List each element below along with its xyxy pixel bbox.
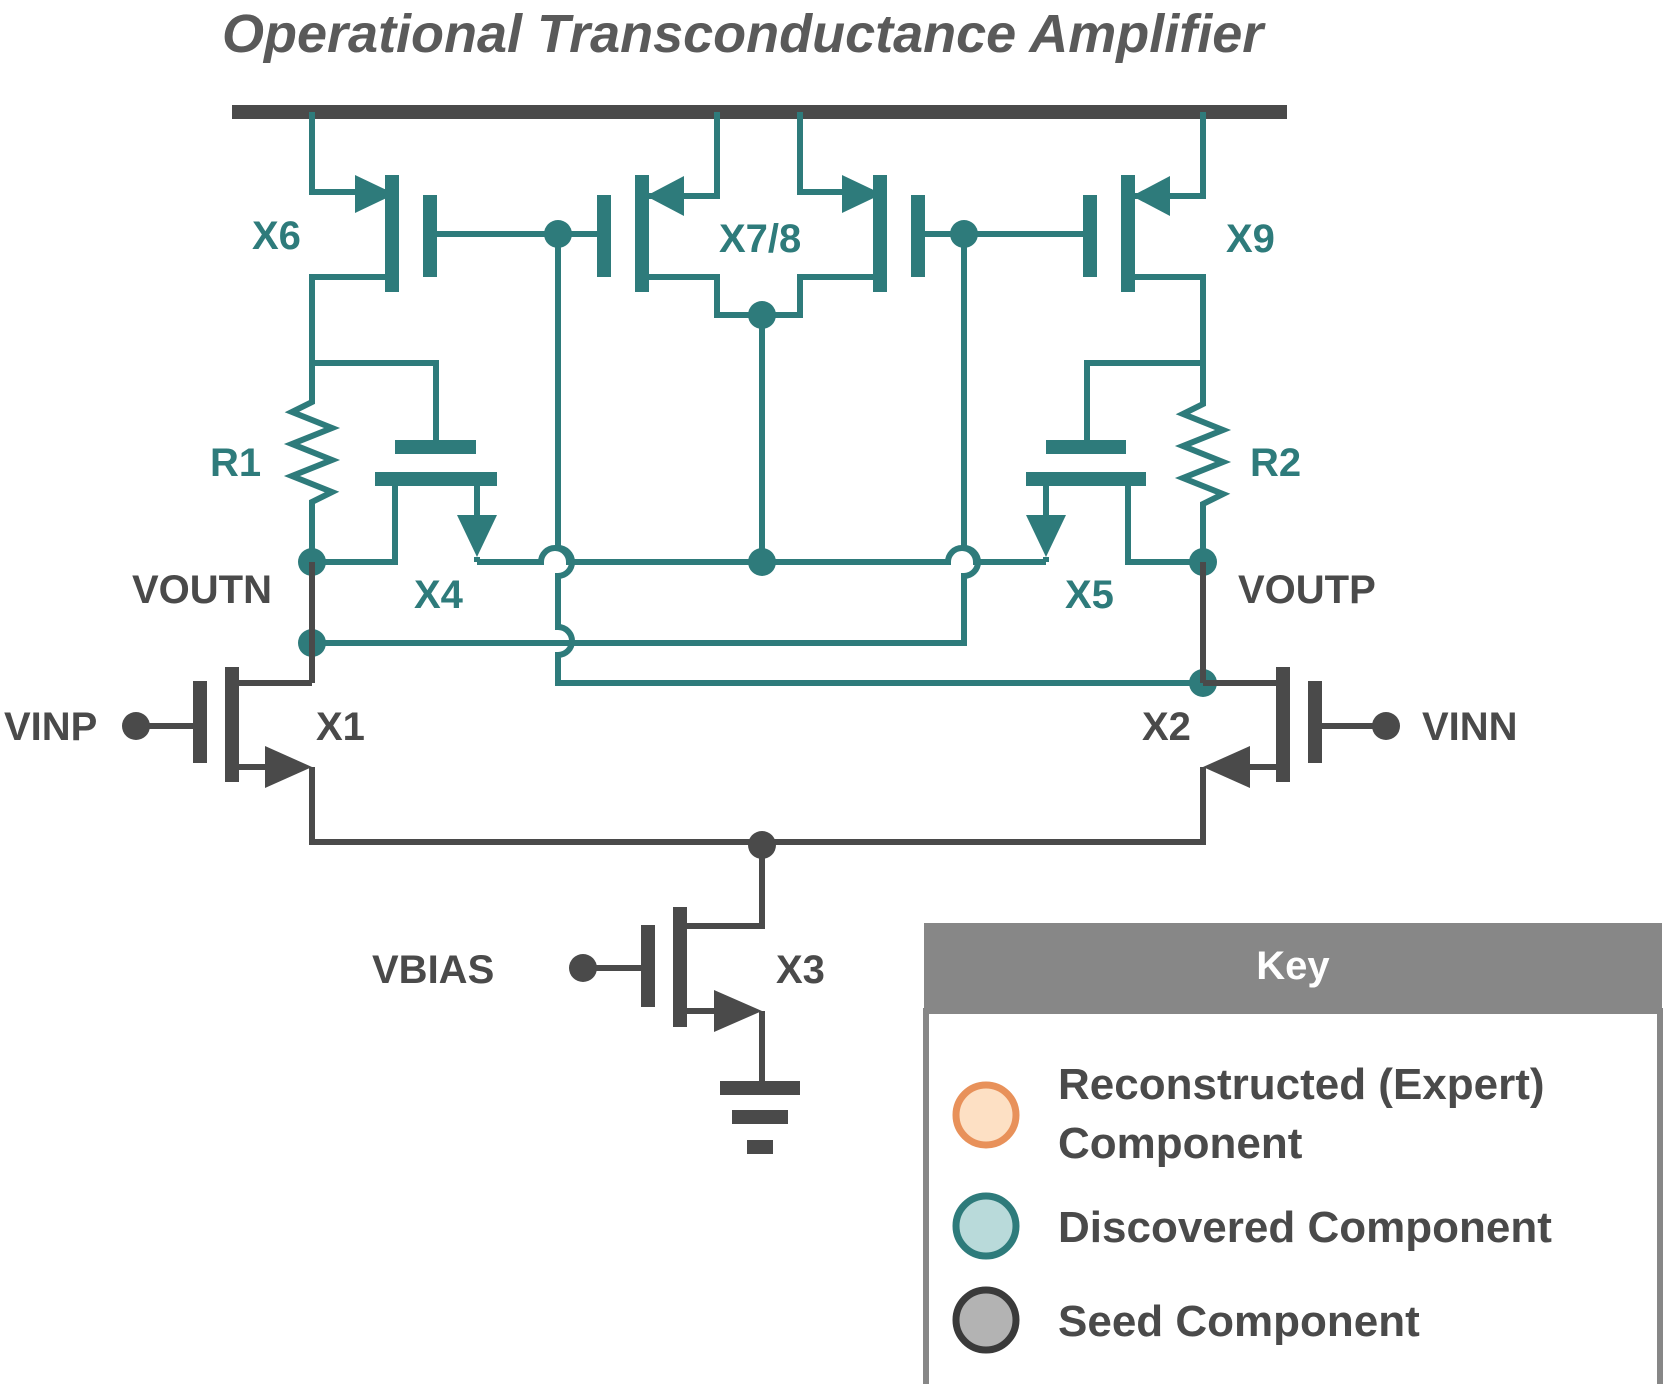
resistor-r2 <box>1174 395 1232 563</box>
label-x2: X2 <box>1142 705 1191 749</box>
label-vinn: VINN <box>1422 705 1518 749</box>
label-voutp: VOUTP <box>1238 568 1376 612</box>
legend-label-reconstructed-line1: Reconstructed (Expert) <box>1058 1060 1545 1109</box>
legend-title: Key <box>1256 944 1330 988</box>
legend-box: Key Reconstructed (Expert) Component Dis… <box>923 923 1663 1384</box>
label-vinp: VINP <box>4 705 97 749</box>
label-voutn: VOUTN <box>132 568 272 612</box>
label-vbias: VBIAS <box>372 948 494 992</box>
vinn-terminal <box>1372 712 1400 740</box>
label-x6: X6 <box>252 214 301 258</box>
label-x9: X9 <box>1226 217 1275 261</box>
legend-label-seed: Seed Component <box>1058 1297 1420 1346</box>
label-x1: X1 <box>316 705 365 749</box>
label-r1: R1 <box>210 441 261 485</box>
label-x3: X3 <box>776 948 825 992</box>
tail-node <box>748 548 776 576</box>
label-x78: X7/8 <box>719 217 801 261</box>
label-r2: R2 <box>1250 441 1301 485</box>
legend-header-bar <box>924 923 1662 1011</box>
legend-body <box>923 1008 1663 1384</box>
vbias-terminal <box>569 954 597 982</box>
transistor-x1 <box>122 667 762 845</box>
page-title: Operational Transconductance Amplifier <box>222 4 1266 64</box>
legend-label-discovered: Discovered Component <box>1058 1203 1552 1252</box>
legend-swatch-reconstructed <box>956 1085 1016 1145</box>
transistor-x6 <box>309 112 558 363</box>
label-x4: X4 <box>414 573 464 617</box>
transistor-x9 <box>1083 112 1206 395</box>
label-x5: X5 <box>1065 573 1114 617</box>
transistor-x3 <box>569 845 765 1086</box>
resistor-r1 <box>283 363 341 563</box>
vinp-terminal <box>122 712 150 740</box>
transistor-x8 <box>762 112 1090 318</box>
transistor-x4 <box>312 360 497 565</box>
legend-swatch-seed <box>956 1290 1016 1350</box>
transistor-x2 <box>762 667 1400 845</box>
legend-swatch-reconstructed-ring <box>952 1081 1020 1149</box>
legend-swatch-seed-ring <box>952 1286 1020 1354</box>
legend-swatch-discovered-ring <box>952 1192 1020 1260</box>
ground-symbol <box>720 1081 800 1154</box>
legend-label-reconstructed-line2: Component <box>1058 1119 1303 1168</box>
legend-swatch-discovered <box>956 1196 1016 1256</box>
transistor-x5 <box>1026 360 1203 565</box>
transistor-x7 <box>558 112 762 318</box>
